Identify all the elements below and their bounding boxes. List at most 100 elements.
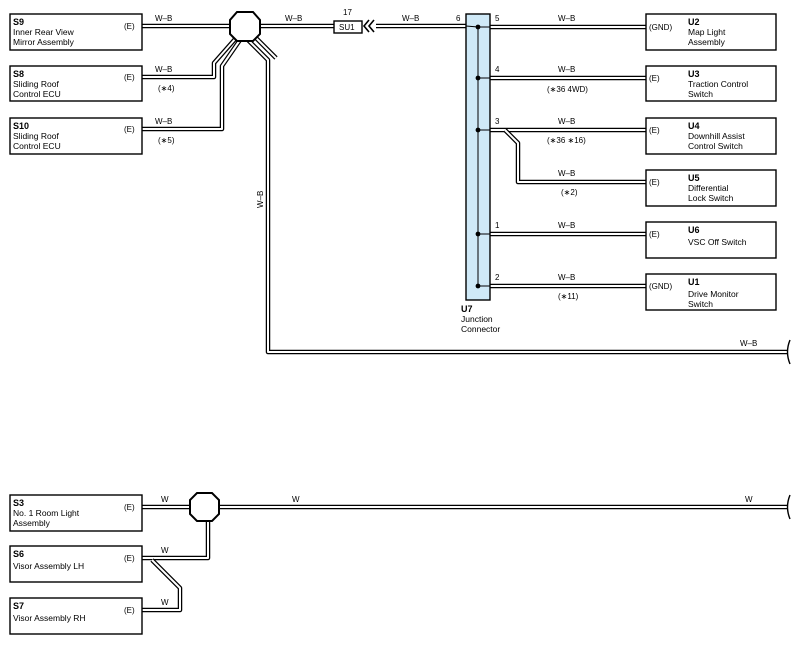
component-u4: (E) U4 Downhill Assist Control Switch bbox=[645, 117, 777, 155]
junction-pin-5: 5 bbox=[495, 14, 500, 23]
component-s9: S9 Inner Rear View Mirror Assembly (E) bbox=[9, 13, 143, 51]
wire-label-s7: W bbox=[161, 598, 169, 607]
wire-label-joint-right: W bbox=[292, 495, 300, 504]
component-u4-terminal: (E) bbox=[649, 126, 660, 135]
component-s8-terminal: (E) bbox=[124, 73, 135, 82]
wire-label-s9: W–B bbox=[155, 14, 172, 23]
component-s3: S3 No. 1 Room Light Assembly (E) bbox=[9, 494, 143, 532]
component-u3-name-2: Switch bbox=[688, 89, 713, 99]
component-s8: S8 Sliding Roof Control ECU (E) bbox=[9, 65, 143, 102]
junction-pin-3: 3 bbox=[495, 117, 500, 126]
component-u6: (E) U6 VSC Off Switch bbox=[645, 221, 777, 259]
component-s7-name-1: Visor Assembly RH bbox=[13, 613, 86, 623]
component-u5-id: U5 bbox=[688, 173, 700, 183]
wire-joint-s6 bbox=[142, 520, 211, 561]
wire-label-u6: W–B bbox=[558, 221, 575, 230]
component-u2-name-2: Assembly bbox=[688, 37, 726, 47]
junction-u7-name-2: Connector bbox=[461, 324, 500, 334]
component-u1-terminal: (GND) bbox=[649, 282, 672, 291]
component-u6-id: U6 bbox=[688, 225, 700, 235]
component-u6-name-1: VSC Off Switch bbox=[688, 237, 747, 247]
wire-label-s8: W–B bbox=[155, 65, 172, 74]
wire-label-u1: W–B bbox=[558, 273, 575, 282]
wire-label-far-right: W bbox=[745, 495, 753, 504]
component-s3-name-1: No. 1 Room Light bbox=[13, 508, 80, 518]
component-s3-name-2: Assembly bbox=[13, 518, 51, 528]
wire-label-s6: W bbox=[161, 546, 169, 555]
component-u2-terminal: (GND) bbox=[649, 23, 672, 32]
component-u3-terminal: (E) bbox=[649, 74, 660, 83]
wire-label-u2: W–B bbox=[558, 14, 575, 23]
wire-label-vertical: W–B bbox=[256, 191, 265, 208]
component-u1: (GND) U1 Drive Monitor Switch bbox=[645, 273, 777, 311]
wire-label-long-route: W–B bbox=[740, 339, 757, 348]
component-s10-name-2: Control ECU bbox=[13, 141, 61, 151]
component-s10-id: S10 bbox=[13, 121, 29, 131]
component-s6-id: S6 bbox=[13, 549, 24, 559]
component-u2-id: U2 bbox=[688, 17, 700, 27]
component-s6-terminal: (E) bbox=[124, 554, 135, 563]
wire-label-s10: W–B bbox=[155, 117, 172, 126]
component-s10-name-1: Sliding Roof bbox=[13, 131, 59, 141]
junction-u7-id: U7 bbox=[461, 304, 473, 314]
component-s10-terminal: (E) bbox=[124, 125, 135, 134]
splice-joint-top bbox=[229, 11, 261, 42]
continuation-bracket-bottom bbox=[786, 494, 791, 520]
splice-joint-bottom bbox=[189, 492, 220, 522]
wire-label-u3: W–B bbox=[558, 65, 575, 74]
component-u5-name-2: Lock Switch bbox=[688, 193, 734, 203]
note-u4: (∗36 ∗16) bbox=[547, 136, 586, 145]
component-u3: (E) U3 Traction Control Switch bbox=[645, 65, 777, 102]
component-u5-name-1: Differential bbox=[688, 183, 729, 193]
component-s9-terminal: (E) bbox=[124, 22, 135, 31]
component-u4-name-1: Downhill Assist bbox=[688, 131, 745, 141]
component-s7-id: S7 bbox=[13, 601, 24, 611]
connector-su1-box bbox=[333, 20, 363, 34]
component-s9-id: S9 bbox=[13, 17, 24, 27]
note-s8: (∗4) bbox=[158, 84, 175, 93]
component-u3-name-1: Traction Control bbox=[688, 79, 748, 89]
junction-pin-6: 6 bbox=[456, 14, 461, 23]
component-u2: (GND) U2 Map Light Assembly bbox=[645, 13, 777, 51]
note-u5: (∗2) bbox=[561, 188, 578, 197]
wire-label-u4: W–B bbox=[558, 117, 575, 126]
component-s10: S10 Sliding Roof Control ECU (E) bbox=[9, 117, 143, 155]
component-u5-terminal: (E) bbox=[649, 178, 660, 187]
component-u2-name-1: Map Light bbox=[688, 27, 726, 37]
continuation-bracket-top bbox=[786, 339, 791, 365]
component-s8-id: S8 bbox=[13, 69, 24, 79]
junction-pin-2: 2 bbox=[495, 273, 500, 282]
component-u6-terminal: (E) bbox=[649, 230, 660, 239]
junction-pin-4: 4 bbox=[495, 65, 500, 74]
component-s7: S7 Visor Assembly RH (E) bbox=[9, 597, 143, 635]
wire-label-s3: W bbox=[161, 495, 169, 504]
junction-pin-1: 1 bbox=[495, 221, 500, 230]
note-u3: (∗36 4WD) bbox=[547, 85, 588, 94]
component-u5: (E) U5 Differential Lock Switch bbox=[645, 169, 777, 207]
component-u1-name-2: Switch bbox=[688, 299, 713, 309]
connector-su1-label: SU1 bbox=[339, 23, 355, 32]
component-s3-terminal: (E) bbox=[124, 503, 135, 512]
junction-u7-name-1: Junction bbox=[461, 314, 493, 324]
note-s10: (∗5) bbox=[158, 136, 175, 145]
component-s9-name-2: Mirror Assembly bbox=[13, 37, 75, 47]
component-u1-name-1: Drive Monitor bbox=[688, 289, 739, 299]
component-s7-terminal: (E) bbox=[124, 606, 135, 615]
connector-su1-arrow-icon bbox=[362, 19, 375, 33]
component-s8-name-2: Control ECU bbox=[13, 89, 61, 99]
component-s6-name-1: Visor Assembly LH bbox=[13, 561, 84, 571]
component-s6: S6 Visor Assembly LH (E) bbox=[9, 545, 143, 583]
component-s3-id: S3 bbox=[13, 498, 24, 508]
connector-su1-pin: 17 bbox=[343, 8, 352, 17]
component-s9-name-1: Inner Rear View bbox=[13, 27, 75, 37]
component-u4-id: U4 bbox=[688, 121, 700, 131]
component-u1-id: U1 bbox=[688, 277, 700, 287]
note-u1: (∗11) bbox=[558, 292, 579, 301]
component-s8-name-1: Sliding Roof bbox=[13, 79, 59, 89]
component-u3-id: U3 bbox=[688, 69, 700, 79]
component-u4-name-2: Control Switch bbox=[688, 141, 743, 151]
wire-label-su1-junction: W–B bbox=[402, 14, 419, 23]
wire-label-u5: W–B bbox=[558, 169, 575, 178]
wire-label-joint-su1: W–B bbox=[285, 14, 302, 23]
